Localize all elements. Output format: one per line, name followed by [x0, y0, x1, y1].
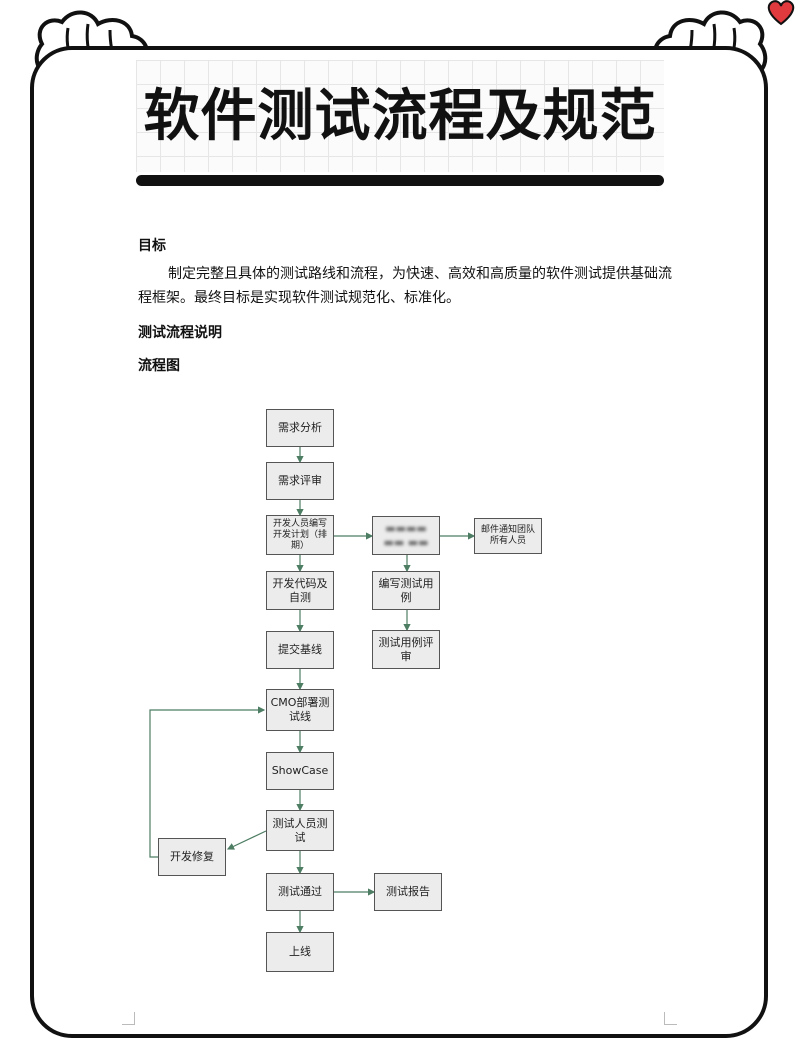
node-test-pass: 测试通过: [266, 873, 334, 911]
node-email-notify: 邮件通知团队所有人员: [474, 518, 542, 554]
process-heading: 测试流程说明: [138, 325, 222, 341]
edge-test-fix: [226, 830, 267, 850]
node-go-live: 上线: [266, 932, 334, 972]
node-tester-test: 测试人员测试: [266, 810, 334, 851]
goal-text: 制定完整且具体的测试路线和流程，为快速、高效和高质量的软件测试提供基础流程框架。…: [138, 266, 672, 306]
node-dev-code: 开发代码及自测: [266, 571, 334, 610]
node-write-cases: 编写测试用例: [372, 571, 440, 610]
page-title: 软件测试流程及规范: [143, 84, 657, 149]
node-requirement-review: 需求评审: [266, 462, 334, 500]
node-test-report: 测试报告: [374, 873, 442, 911]
corner-mark-left: [122, 1012, 135, 1025]
edge-fix-cmo: [149, 706, 266, 858]
flowchart-heading: 流程图: [138, 358, 180, 374]
node-dev-plan: 开发人员编写开发计划（排期）: [266, 515, 334, 555]
node-case-review: 测试用例评审: [372, 630, 440, 669]
node-showcase: ShowCase: [266, 752, 334, 790]
node-dev-fix: 开发修复: [158, 838, 226, 876]
goal-heading: 目标: [138, 238, 166, 254]
heart-icon: [767, 0, 795, 26]
goal-paragraph: 制定完整且具体的测试路线和流程，为快速、高效和高质量的软件测试提供基础流程框架。…: [138, 262, 678, 310]
title-grid-background: [136, 60, 664, 172]
node-cmo-deploy: CMO部署测试线: [266, 689, 334, 731]
node-blurred-step: ▬▬▬▬▬▬ ▬▬: [372, 516, 440, 555]
title-underline: [136, 175, 664, 186]
blurred-step-placeholder: ▬▬▬▬▬▬ ▬▬: [383, 521, 429, 549]
node-requirement-analysis: 需求分析: [266, 409, 334, 447]
corner-mark-right: [664, 1012, 677, 1025]
node-submit-baseline: 提交基线: [266, 631, 334, 669]
